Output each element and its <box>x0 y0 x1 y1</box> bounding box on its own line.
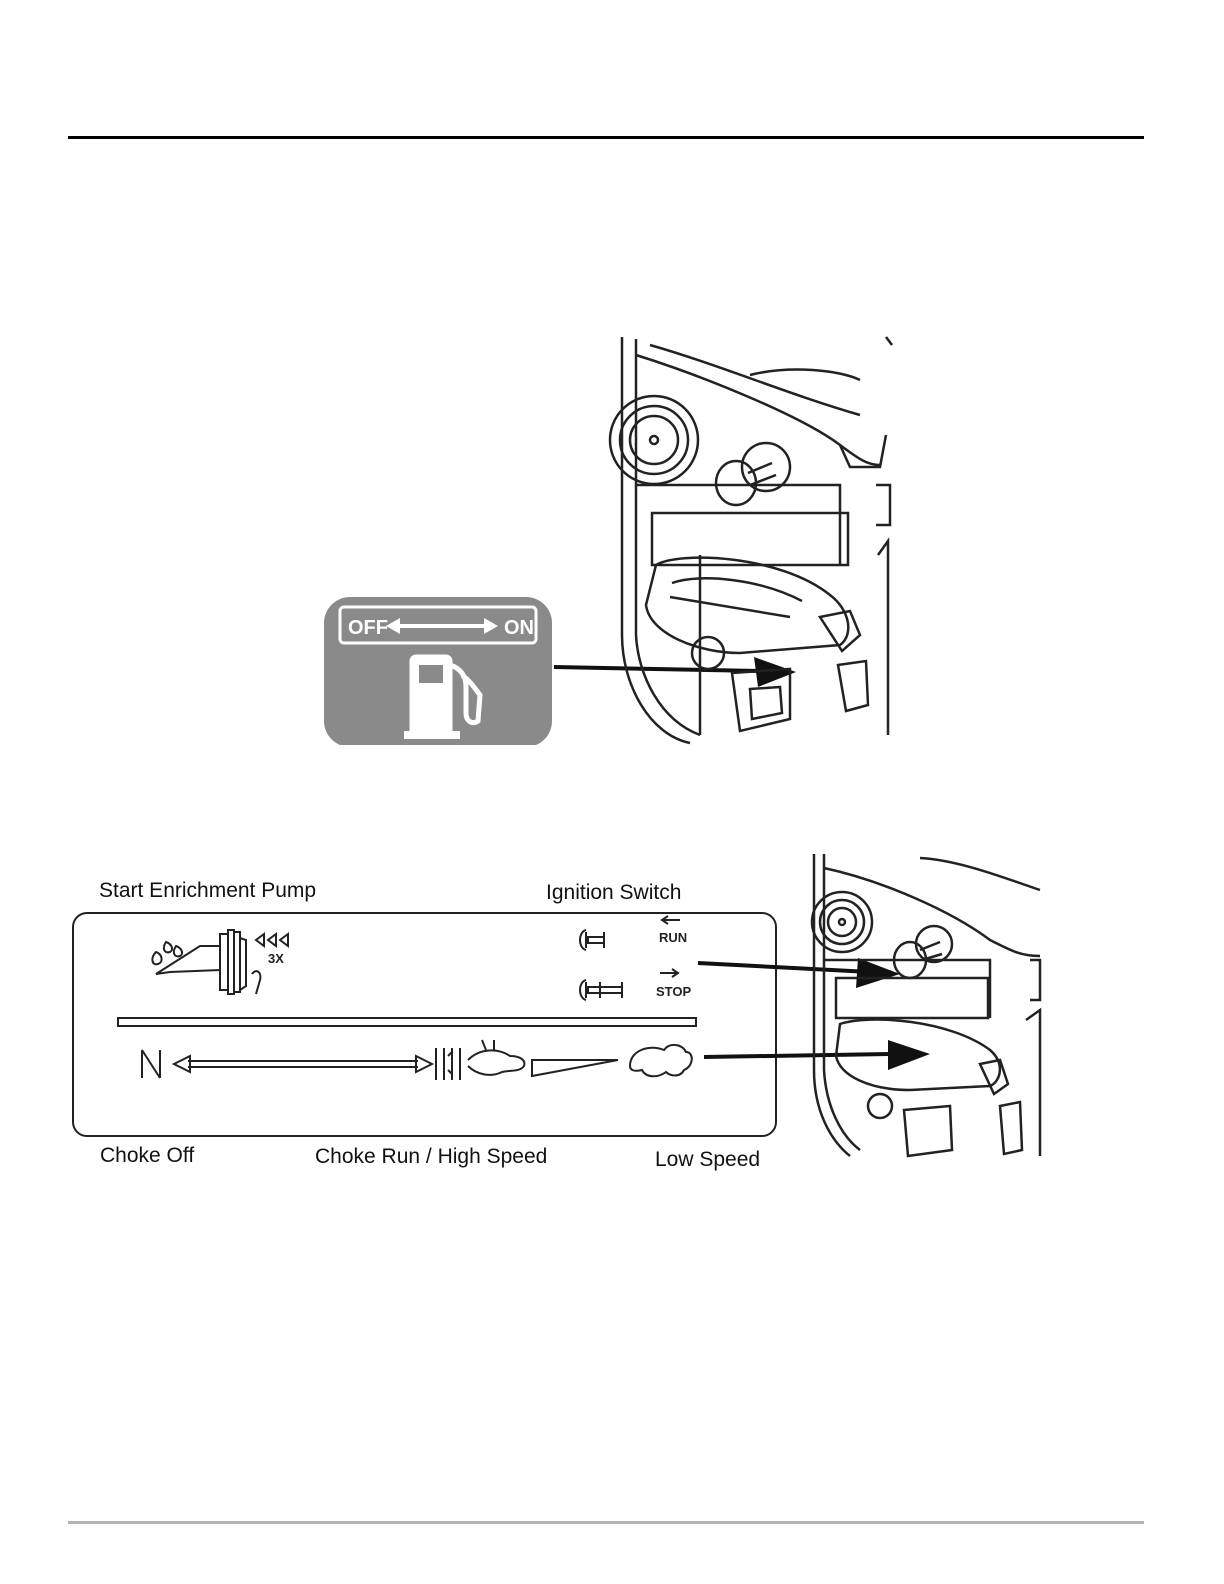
choke-off-label: Choke Off <box>100 1144 194 1168</box>
choke-throttle-arrow <box>704 1040 930 1070</box>
footer-rule <box>68 1521 1144 1524</box>
choke-run-high-speed-label: Choke Run / High Speed <box>315 1145 547 1169</box>
on-label: ON <box>504 617 534 639</box>
generator-panel-drawing-2 <box>812 854 1040 1156</box>
fuel-valve-decal: OFF ON <box>324 597 552 745</box>
ignition-switch-label: Ignition Switch <box>546 881 681 905</box>
decal-divider <box>118 1018 696 1026</box>
fuel-valve-figure: OFF ON <box>320 335 900 745</box>
header-rule <box>68 136 1144 139</box>
controls-panel-figure <box>690 850 1050 1160</box>
stop-label: STOP <box>656 984 691 999</box>
ignition-switch-arrow <box>698 958 900 988</box>
off-label: OFF <box>348 617 388 639</box>
controls-decal: 3X RUN STOP <box>70 910 780 1140</box>
generator-panel-drawing <box>610 337 892 743</box>
start-enrichment-pump-label: Start Enrichment Pump <box>99 879 316 903</box>
pump-count-label: 3X <box>268 951 284 966</box>
run-label: RUN <box>659 930 687 945</box>
